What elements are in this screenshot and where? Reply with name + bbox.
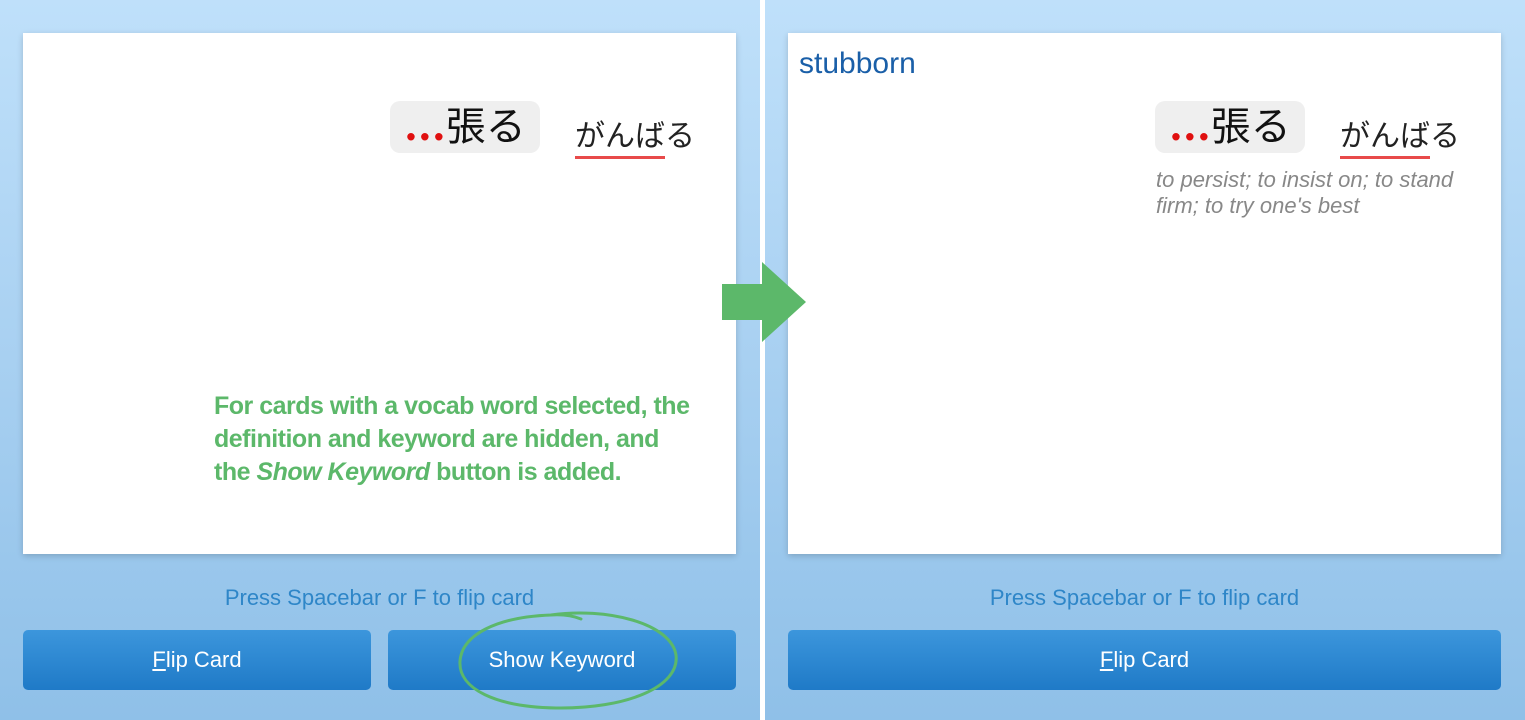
flip-hint: Press Spacebar or F to flip card xyxy=(224,585,535,610)
keyword-text: stubborn xyxy=(799,47,916,80)
definition-text: to persist; to insist on; to stand firm;… xyxy=(1156,167,1454,218)
left-panel: ...張る がんばる For cards with a vocab word s… xyxy=(0,0,760,720)
flip-card-label: lip Card xyxy=(165,647,242,672)
right-arrow-icon xyxy=(722,262,806,342)
flip-card-label: lip Card xyxy=(1113,647,1190,672)
kana-underlined: がんば xyxy=(575,119,665,159)
kana-reading: がんばる xyxy=(575,111,695,159)
kana-underlined: がんば xyxy=(1340,119,1430,159)
kanji-text: 張る xyxy=(445,104,526,150)
flashcard-revealed: stubborn ...張る がんばる to persist; to insis… xyxy=(788,33,1501,554)
kanji-box: ...張る xyxy=(1155,101,1305,153)
kana-tail: る xyxy=(665,119,695,154)
flip-card-button[interactable]: Flip Card xyxy=(23,630,371,690)
kanji-box: ...張る xyxy=(390,101,540,153)
kanji-text: 張る xyxy=(1210,104,1291,150)
annotation-line-3-pre: the xyxy=(214,458,257,486)
flip-card-accesskey: F xyxy=(152,647,166,672)
annotation-line-3-post: button is added. xyxy=(429,458,622,486)
annotation-note: For cards with a vocab word selected, th… xyxy=(214,390,734,489)
flashcard-front: ...張る がんばる For cards with a vocab word s… xyxy=(23,33,736,554)
kana-tail: る xyxy=(1430,119,1460,154)
right-panel: stubborn ...張る がんばる to persist; to insis… xyxy=(765,0,1525,720)
flip-hint: Press Spacebar or F to flip card xyxy=(989,585,1300,610)
flip-card-accesskey: F xyxy=(1099,647,1114,672)
annotation-line-2: definition and keyword are hidden, and xyxy=(214,425,659,453)
show-keyword-button[interactable]: Show Keyword xyxy=(388,630,736,690)
show-keyword-label: Show Keyword xyxy=(488,647,636,672)
annotation-line-3: the Show Keyword button is added. xyxy=(214,456,734,489)
kana-reading: がんばる xyxy=(1340,111,1460,159)
kanji-prefix: ... xyxy=(1169,103,1211,150)
kanji-prefix: ... xyxy=(404,103,446,150)
annotation-line-1: For cards with a vocab word selected, th… xyxy=(214,392,690,420)
flip-card-button[interactable]: Flip Card xyxy=(788,630,1501,690)
annotation-line-3-emphasis: Show Keyword xyxy=(256,458,430,486)
panel-divider xyxy=(760,0,765,720)
